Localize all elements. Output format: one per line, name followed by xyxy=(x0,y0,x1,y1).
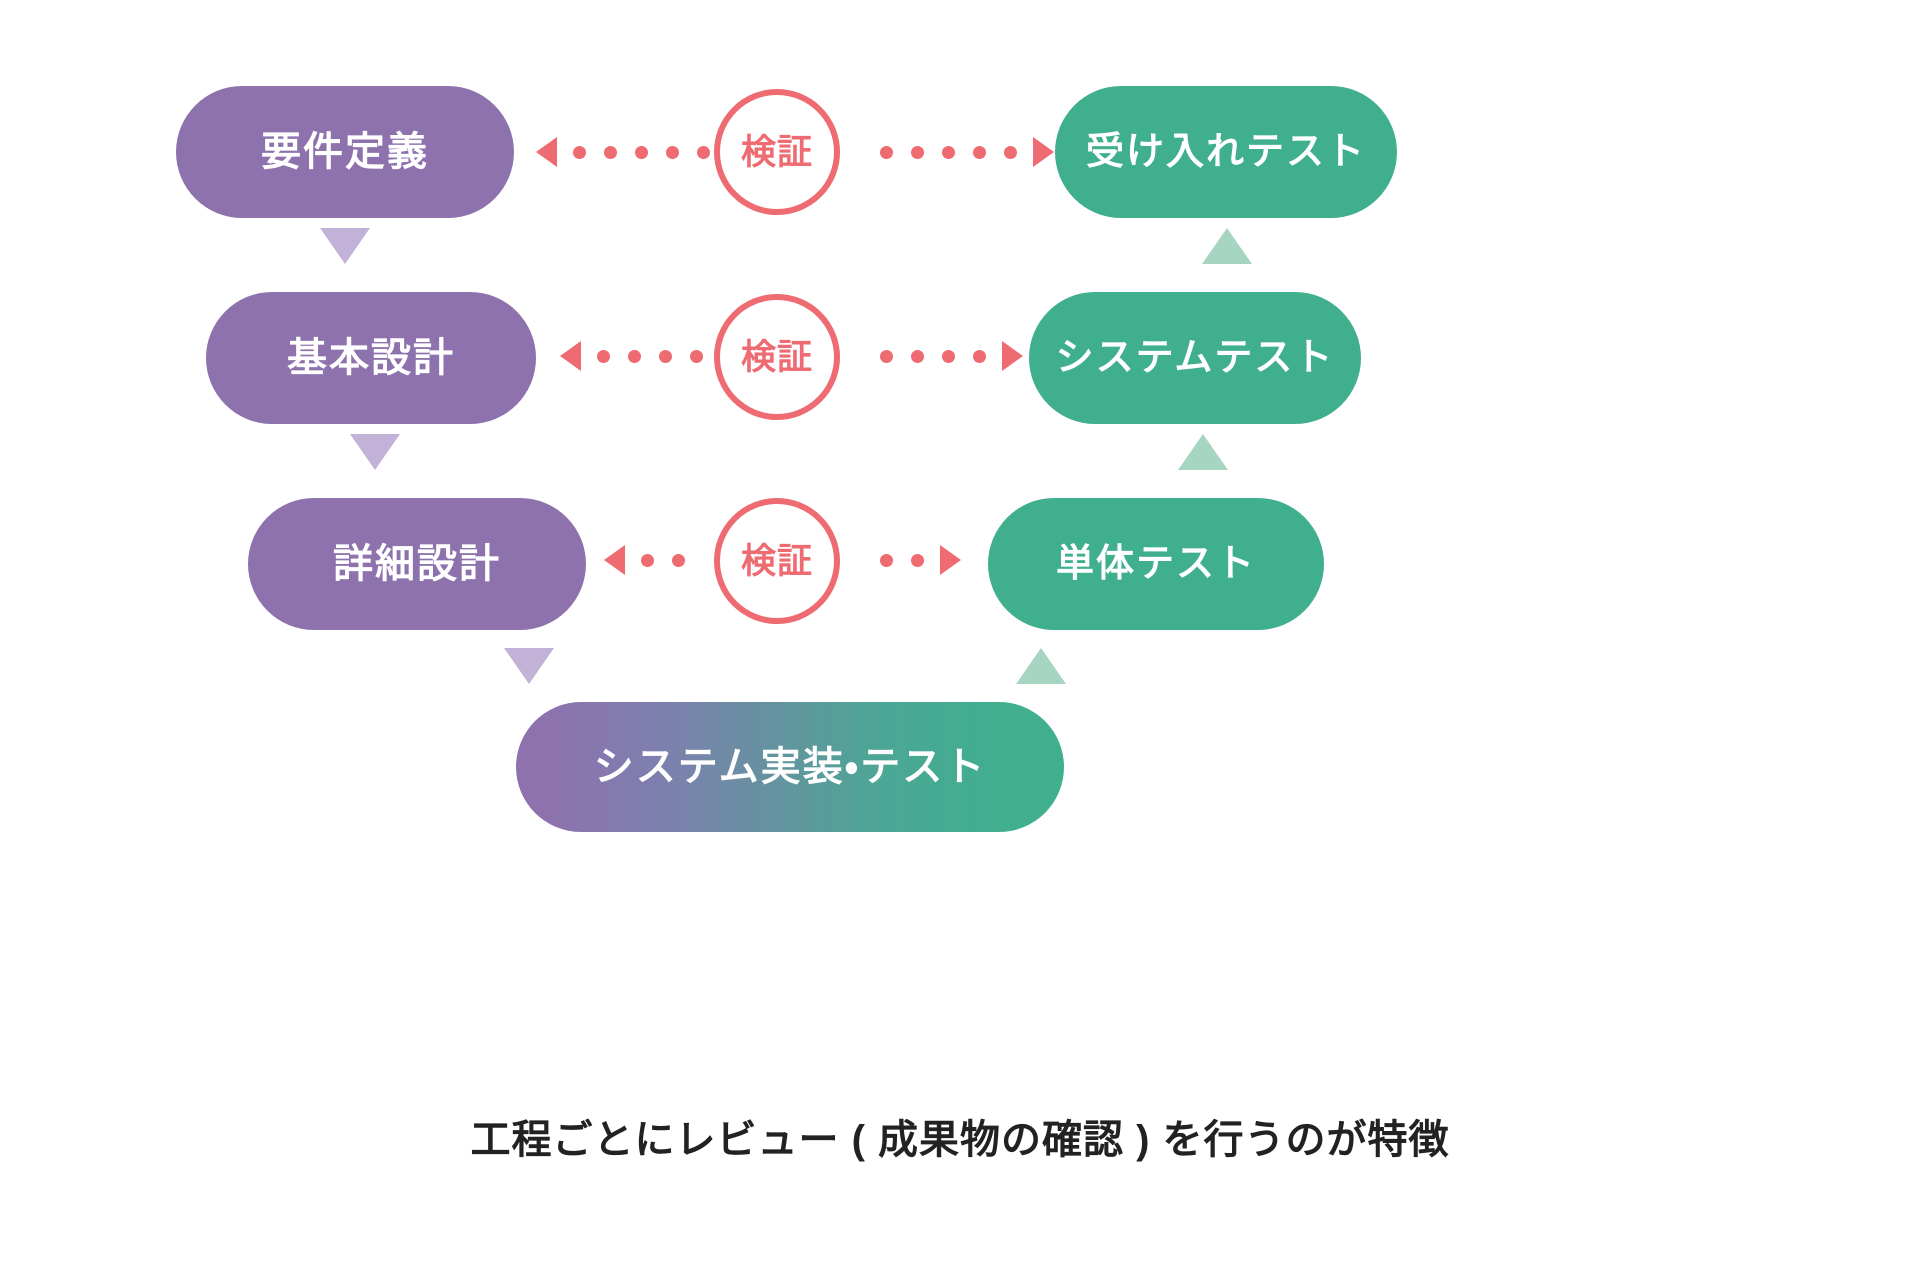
dot-icon xyxy=(659,349,672,363)
verification-arrow-left-1 xyxy=(536,137,710,167)
phase-box-acceptance-test[interactable]: 受け入れテスト xyxy=(1055,86,1397,218)
dot-icon xyxy=(911,553,924,567)
phase-box-system-implementation-test[interactable]: システム実装・テスト xyxy=(516,702,1064,832)
verification-arrow-right-2 xyxy=(880,341,1023,371)
diagram-caption: 工程ごとにレビュー ( 成果物の確認 ) を行うのが特徴 xyxy=(470,1118,1450,1162)
dot-icon xyxy=(597,349,610,363)
arrow-right-icon xyxy=(1033,137,1054,167)
dot-icon xyxy=(666,145,679,159)
dot-icon xyxy=(641,553,654,567)
dot-icon xyxy=(635,145,648,159)
dot-icon xyxy=(911,349,924,363)
dot-icon xyxy=(880,145,893,159)
dot-icon xyxy=(973,145,986,159)
dot-icon xyxy=(973,349,986,363)
dot-icon xyxy=(573,145,586,159)
flow-arrow-up-icon-1 xyxy=(1202,228,1252,264)
verification-arrow-left-2 xyxy=(560,341,703,371)
verification-circle-1[interactable]: 検証 xyxy=(714,89,840,215)
phase-box-detailed-design[interactable]: 詳細設計 xyxy=(248,498,586,630)
phase-box-requirements-definition[interactable]: 要件定義 xyxy=(176,86,514,218)
verification-circle-2[interactable]: 検証 xyxy=(714,294,840,420)
dot-icon xyxy=(672,553,685,567)
phase-box-system-test[interactable]: システムテスト xyxy=(1029,292,1361,424)
flow-arrow-down-icon-3 xyxy=(504,648,554,684)
verification-circle-3[interactable]: 検証 xyxy=(714,498,840,624)
arrow-right-icon xyxy=(1002,341,1023,371)
dot-icon xyxy=(1004,145,1017,159)
arrow-left-icon xyxy=(536,137,557,167)
dot-icon xyxy=(911,145,924,159)
arrow-left-icon xyxy=(560,341,581,371)
dot-icon xyxy=(690,349,703,363)
dot-icon xyxy=(604,145,617,159)
dot-icon xyxy=(628,349,641,363)
dot-icon xyxy=(697,145,710,159)
arrow-right-icon xyxy=(940,545,961,575)
verification-arrow-right-1 xyxy=(880,137,1054,167)
verification-arrow-right-3 xyxy=(880,545,961,575)
flow-arrow-up-icon-3 xyxy=(1016,648,1066,684)
dot-icon xyxy=(880,349,893,363)
flow-arrow-up-icon-2 xyxy=(1178,434,1228,470)
flow-arrow-down-icon-1 xyxy=(320,228,370,264)
phase-box-basic-design[interactable]: 基本設計 xyxy=(206,292,536,424)
arrow-left-icon xyxy=(604,545,625,575)
flow-arrow-down-icon-2 xyxy=(350,434,400,470)
phase-box-unit-test[interactable]: 単体テスト xyxy=(988,498,1324,630)
dot-icon xyxy=(942,145,955,159)
dot-icon xyxy=(942,349,955,363)
verification-arrow-left-3 xyxy=(604,545,685,575)
dot-icon xyxy=(880,553,893,567)
